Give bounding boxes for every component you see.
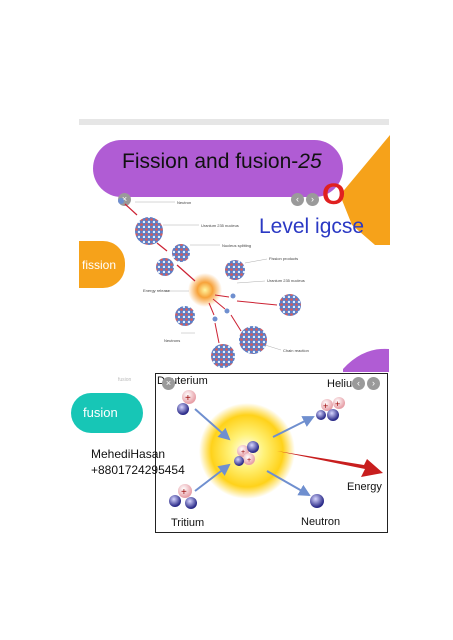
level-text: Level igcse <box>259 215 365 238</box>
neutron-dot <box>118 198 124 204</box>
page-title: Fission and fusion-25 <box>122 150 322 174</box>
svg-text:+: + <box>247 457 251 464</box>
fission-diagram: Neutron Uranium 235 nucleus Nucleus spli… <box>118 198 309 368</box>
tab-fission-label: fission <box>82 258 117 272</box>
fusion-diagram: + + + + + + Deuterium Helium Energy Trit… <box>155 373 388 533</box>
title-pill <box>93 140 343 197</box>
label-chain-reaction: Chain reaction <box>283 348 309 353</box>
svg-text:+: + <box>323 401 328 411</box>
next-arrow-icon[interactable]: › <box>306 193 319 206</box>
chain-nucleus-2 <box>239 326 267 354</box>
label-neutron-out: Neutron <box>301 516 340 528</box>
label-neutron: Neutron <box>177 200 191 205</box>
fusion-close-icon[interactable]: × <box>162 377 175 390</box>
top-divider <box>79 119 389 125</box>
splitting-nucleus-1 <box>172 244 190 262</box>
chain-nucleus-3 <box>211 344 235 368</box>
fission-product-1 <box>225 260 245 280</box>
tab-fusion[interactable]: fusion <box>71 393 143 433</box>
energy-arrow <box>277 451 383 477</box>
label-uranium-nucleus-2: Uranium 235 nucleus <box>267 278 305 283</box>
energy-glow <box>188 273 222 307</box>
chain-nucleus-1 <box>279 294 301 316</box>
faint-fusion-label: fusion <box>118 377 132 383</box>
fission-product-2 <box>175 306 195 326</box>
purple-decor-shape <box>343 348 389 372</box>
label-uranium-nucleus: Uranium 235 nucleus <box>201 223 239 228</box>
yellow-decor-shape <box>340 135 390 245</box>
label-neutrons: Neutrons <box>164 338 180 343</box>
author-phone: +8801724295454 <box>91 463 185 477</box>
tab-fusion-label: fusion <box>83 405 118 420</box>
svg-text:+: + <box>335 399 340 409</box>
fusion-prev-arrow-icon[interactable]: ‹ <box>352 377 365 390</box>
author-block: MehediHasan +8801724295454 <box>91 446 185 478</box>
title-main: Fission and fusion- <box>122 150 299 173</box>
svg-text:+: + <box>185 393 191 404</box>
label-nucleus-splitting: Nucleus splitting <box>222 243 251 248</box>
splitting-nucleus-2 <box>156 258 174 276</box>
fusion-next-arrow-icon[interactable]: › <box>367 377 380 390</box>
author-name: MehediHasan <box>91 447 166 461</box>
label-tritium: Tritium <box>171 517 204 529</box>
label-energy-release: Energy release <box>143 288 171 293</box>
prev-arrow-icon[interactable]: ‹ <box>291 193 304 206</box>
o-letter: O <box>322 178 346 211</box>
label-energy: Energy <box>347 481 382 493</box>
label-fission-products: Fission products <box>269 256 298 261</box>
uranium-nucleus <box>135 217 163 245</box>
svg-text:+: + <box>181 487 187 498</box>
title-number: 25 <box>298 150 322 173</box>
svg-text:+: + <box>241 449 245 456</box>
tab-fission[interactable]: fission <box>79 241 125 288</box>
